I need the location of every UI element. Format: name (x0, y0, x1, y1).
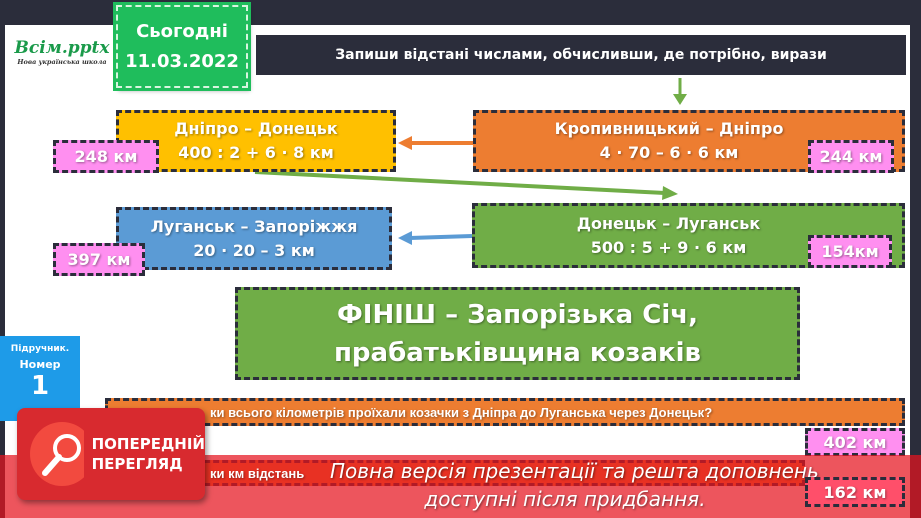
answer-badge: 244 км (808, 140, 894, 173)
answer-badge: 402 км (805, 428, 905, 456)
route-name: Кропивницький – Дніпро (554, 119, 784, 138)
answer-badge: 397 км (53, 243, 145, 276)
textbook-text: Підручник. (10, 344, 70, 354)
logo-tagline: Нова українська школа (17, 58, 107, 66)
answer-badge: 248 км (53, 140, 159, 173)
date-label: Сьогодні (136, 21, 228, 42)
route-expression: 400 : 2 + 6 · 8 км (178, 143, 334, 162)
question-text: ки км відстань (210, 465, 305, 481)
route-expression: 4 · 70 – 6 · 6 км (599, 143, 739, 162)
logo: Всім.pptx Нова українська школа (12, 38, 112, 66)
finish-box: ФІНІШ – Запорізька Січ, прабатьківщина к… (235, 287, 800, 380)
preview-badge-line2: ПЕРЕГЛЯД (91, 455, 183, 473)
route-expression: 500 : 5 + 9 · 6 км (590, 237, 747, 257)
magnifier-icon (30, 422, 84, 486)
textbook-number-label: Номер (19, 358, 61, 371)
preview-message: Повна версія презентації та решта доповн… (330, 457, 819, 513)
route-expression: 20 · 20 – 3 км (193, 240, 315, 260)
arrow-left-orange-icon (398, 136, 473, 150)
preview-message-line1: Повна версія презентації та решта доповн… (330, 459, 819, 483)
task-title: Запиши відстані числами, обчисливши, де … (256, 35, 906, 75)
logo-brand: Всім.pptx (14, 38, 110, 58)
task-title-text: Запиши відстані числами, обчисливши, де … (335, 47, 827, 63)
preview-badge[interactable]: ПОПЕРЕДНІЙ ПЕРЕГЛЯД (17, 408, 205, 500)
arrow-down-icon (673, 78, 687, 105)
route-name: Дніпро – Донецьк (174, 119, 338, 138)
question-1: ки всього кілометрів проїхали козачки з … (105, 398, 905, 426)
finish-line1: ФІНІШ – Запорізька Січ, (337, 299, 698, 330)
preview-message-line2: доступні після придбання. (424, 487, 706, 511)
date-value: 11.03.2022 (125, 51, 239, 72)
finish-line2: прабатьківщина козаків (333, 337, 702, 368)
textbook-number: 1 (30, 371, 50, 401)
route-luhansk-zaporizhzhia: Луганськ – Запоріжжя 20 · 20 – 3 км (116, 207, 392, 270)
arrow-left-blue-icon (398, 231, 473, 245)
answer-badge: 162 км (805, 477, 905, 507)
route-dnipro-donetsk: Дніпро – Донецьк 400 : 2 + 6 · 8 км (116, 110, 396, 172)
route-name: Донецьк – Луганськ (576, 213, 761, 233)
textbook-label: Підручник. Номер 1 (0, 336, 80, 421)
route-name: Луганськ – Запоріжжя (150, 216, 358, 236)
date-tag: Сьогодні 11.03.2022 (113, 2, 251, 91)
arrow-green-diagonal-icon (254, 170, 678, 200)
answer-badge: 154км (808, 235, 892, 268)
preview-badge-line1: ПОПЕРЕДНІЙ (91, 435, 205, 453)
question-text: ки всього кілометрів проїхали козачки з … (210, 404, 713, 420)
